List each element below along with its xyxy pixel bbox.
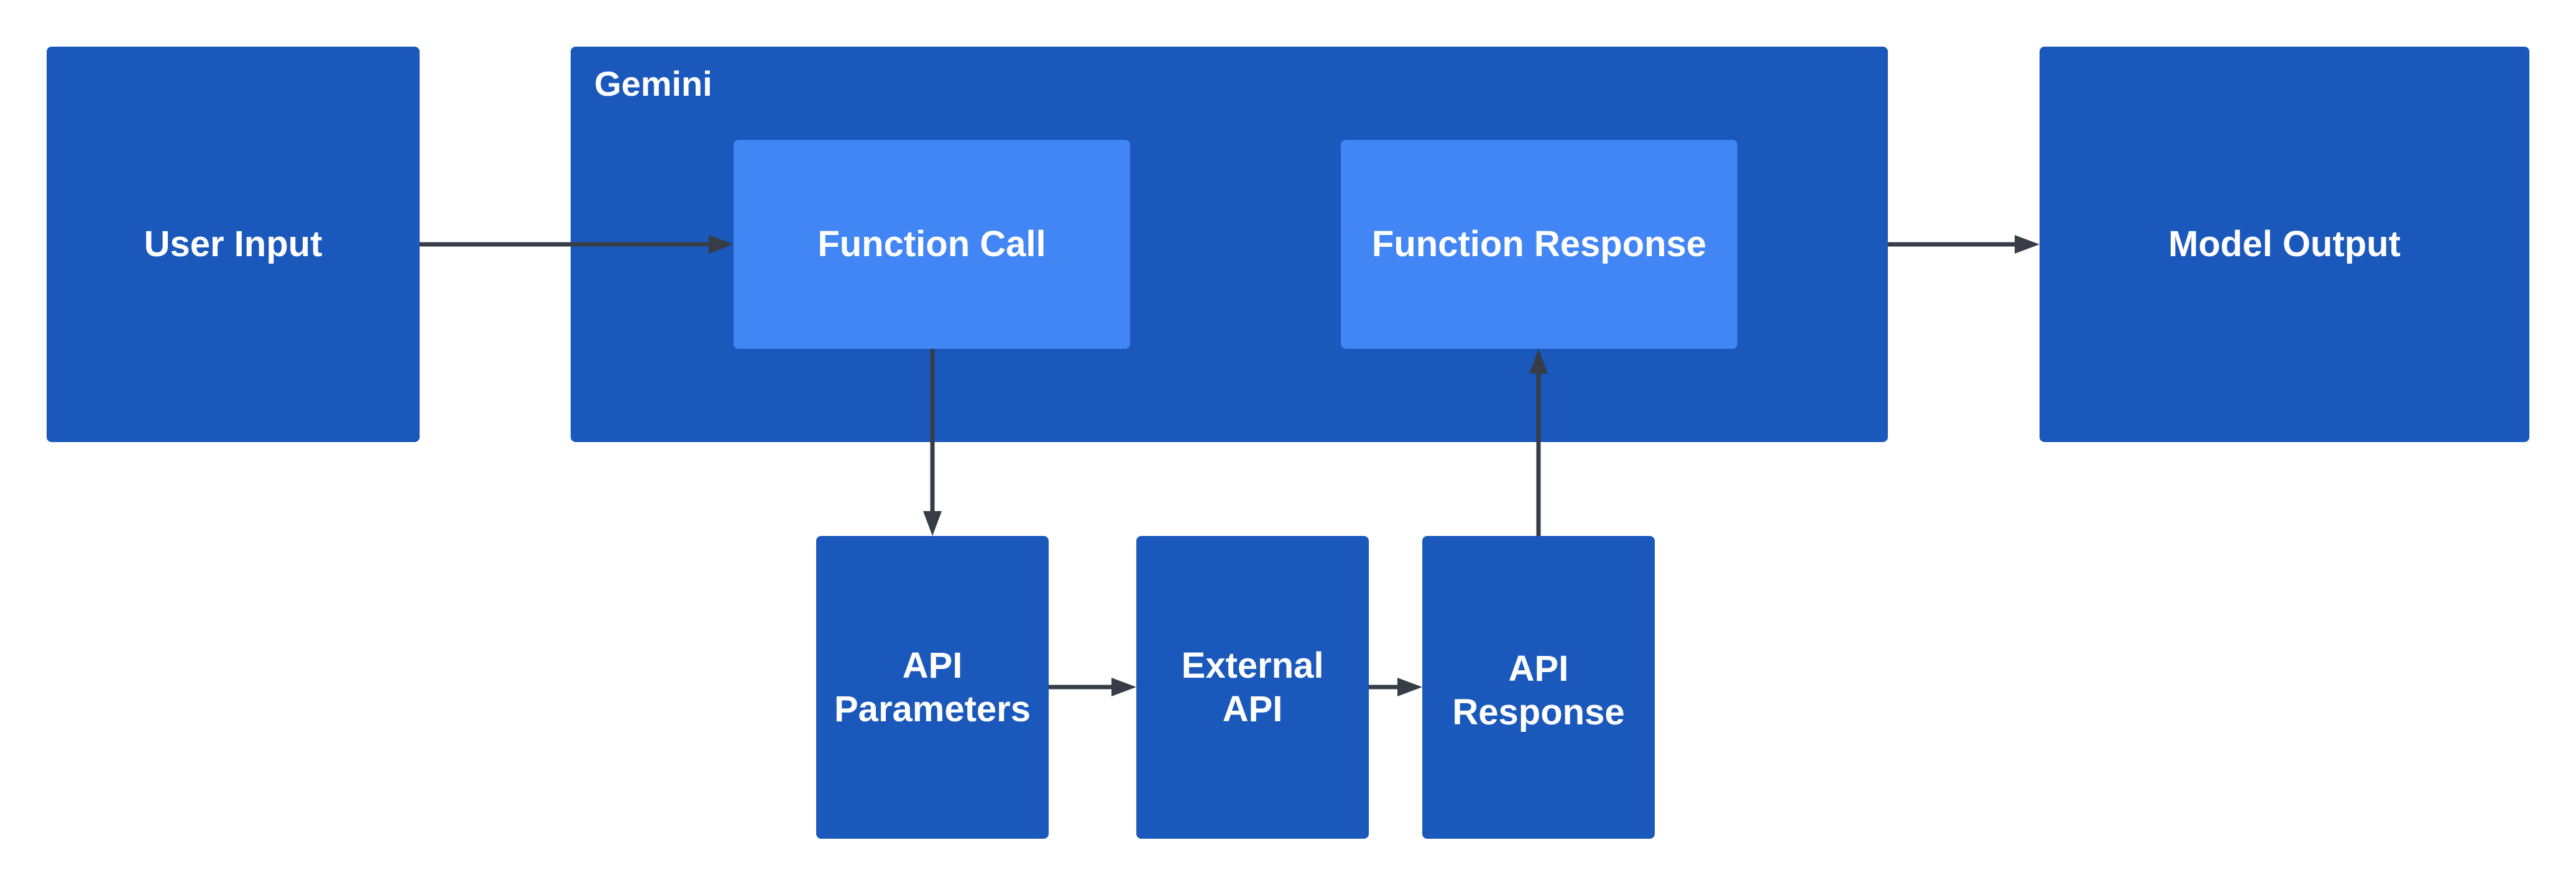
api-parameters-label: API Parameters <box>834 645 1031 729</box>
arrowhead-external-api <box>1111 678 1136 696</box>
function-call-label: Function Call <box>817 224 1046 264</box>
api-response-node: API Response <box>1422 536 1655 839</box>
external-api-label: External API <box>1181 645 1324 729</box>
arrowhead-model-output <box>2015 235 2040 254</box>
arrowhead-function-response <box>1529 349 1548 374</box>
user-input-node: User Input <box>47 47 420 442</box>
api-parameters-node: API Parameters <box>816 536 1049 839</box>
function-response-label: Function Response <box>1371 224 1707 264</box>
external-api-node: External API <box>1136 536 1369 839</box>
model-output-label: Model Output <box>2168 224 2401 264</box>
function-response-node: Function Response <box>1341 140 1737 349</box>
arrowhead-api-parameters <box>923 511 942 536</box>
arrowhead-api-response <box>1397 678 1422 696</box>
model-output-node: Model Output <box>2040 47 2529 442</box>
api-response-label: API Response <box>1452 648 1625 732</box>
arrowhead-function-call <box>709 235 734 254</box>
user-input-label: User Input <box>144 224 323 264</box>
gemini-title: Gemini <box>594 64 712 103</box>
function-call-node: Function Call <box>734 140 1130 349</box>
